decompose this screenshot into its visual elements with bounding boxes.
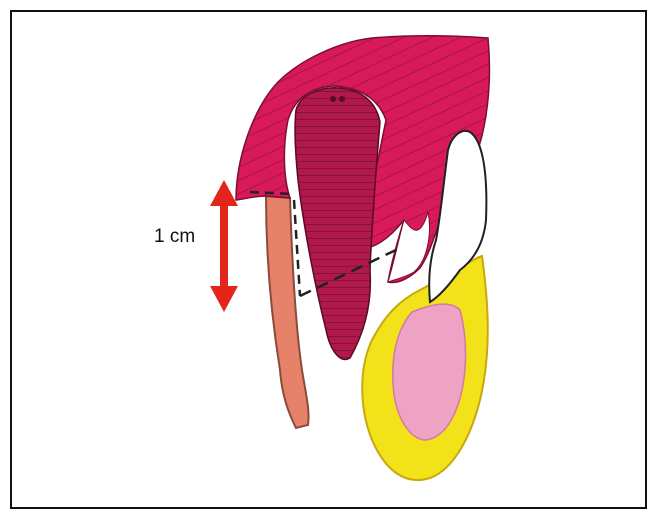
incision-line-vertical [294,200,300,296]
inner-core [295,88,380,360]
core-dot [330,96,336,102]
skin-layer [266,196,309,428]
scale-label: 1 cm [154,226,195,248]
double-headed-arrow-icon [210,180,238,312]
core-dot [339,96,345,102]
